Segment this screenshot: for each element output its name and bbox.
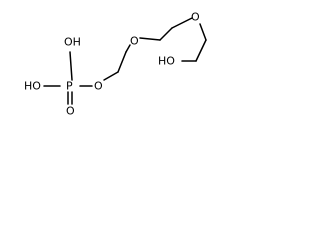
bond-p-oh-top bbox=[69, 51, 73, 81]
atom-ether-oxygen-2: O bbox=[191, 11, 200, 24]
atom-ether-oxygen-1: O bbox=[130, 35, 139, 48]
bond-group bbox=[43, 17, 207, 105]
atom-oh-top: OH bbox=[64, 36, 81, 49]
structure-diagram: OH HO P O O O O HO bbox=[24, 11, 207, 118]
bond-ch2-o-ether2 bbox=[171, 17, 193, 29]
atom-terminal-hydroxyl: HO bbox=[158, 55, 175, 68]
bond-ch2-ch2-3 bbox=[195, 39, 207, 62]
bond-ch2-ch2-2 bbox=[159, 27, 173, 41]
atom-ester-oxygen: O bbox=[94, 80, 103, 93]
bond-ch2-ch2-1 bbox=[117, 51, 127, 73]
atom-phosphorus: P bbox=[66, 80, 73, 93]
bond-o-ch2-3 bbox=[199, 23, 207, 41]
bond-o-ch2-2 bbox=[139, 37, 161, 41]
bond-ch2-o-ether1 bbox=[125, 44, 131, 53]
atom-oxo-oxygen: O bbox=[66, 105, 75, 118]
bond-o-ch2-1 bbox=[103, 71, 119, 81]
atom-ho-left: HO bbox=[24, 80, 41, 93]
